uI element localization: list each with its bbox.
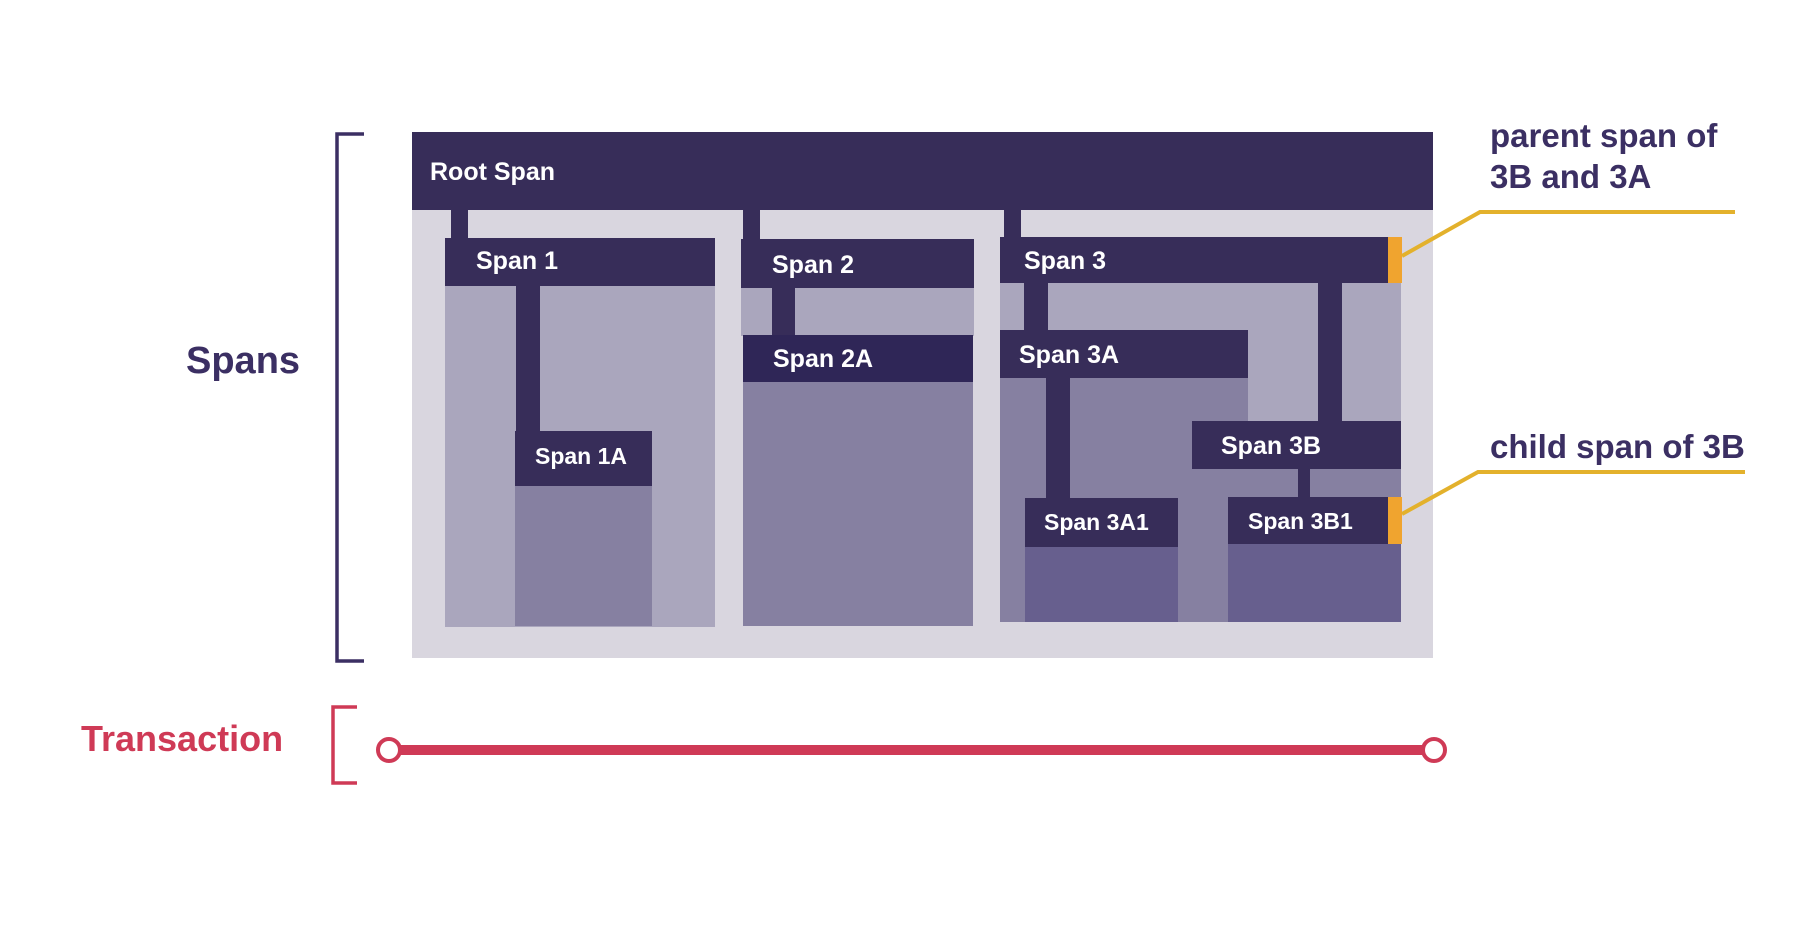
transaction-bracket bbox=[331, 705, 357, 785]
span-1-label: Span 1 bbox=[476, 247, 558, 275]
span-2a-label: Span 2A bbox=[773, 345, 873, 373]
connector-span-2-span-2a bbox=[772, 286, 795, 338]
span-1a-label: Span 1A bbox=[535, 443, 627, 469]
span-3a1-bar bbox=[1025, 498, 1178, 547]
transaction-start-dot bbox=[376, 737, 402, 763]
span-3b-bar bbox=[1192, 421, 1401, 469]
span-1-bar bbox=[445, 238, 715, 286]
span-3b1-label: Span 3B1 bbox=[1248, 508, 1353, 534]
parent-annotation-line-2: 3B and 3A bbox=[1490, 158, 1651, 195]
spans-label: Spans bbox=[186, 340, 300, 382]
span-2-label: Span 2 bbox=[772, 251, 854, 279]
connector-root-span-2 bbox=[743, 208, 760, 240]
span-3-marker bbox=[1388, 237, 1402, 283]
span-3a-label: Span 3A bbox=[1019, 341, 1119, 369]
child-annotation: child span of 3B bbox=[1490, 428, 1745, 465]
parent-annotation-line bbox=[1401, 210, 1735, 258]
span-2-bar bbox=[741, 239, 974, 288]
connector-span-3-span-3b bbox=[1318, 281, 1342, 424]
spans-bracket bbox=[335, 132, 364, 663]
span-3b1-body bbox=[1228, 544, 1401, 622]
span-2a-bar bbox=[743, 335, 973, 382]
span-2a-body bbox=[743, 382, 973, 626]
connector-span-1-span-1a bbox=[516, 284, 540, 434]
transaction-label: Transaction bbox=[81, 718, 283, 759]
connector-root-span-3 bbox=[1004, 208, 1021, 240]
span-3a1-label: Span 3A1 bbox=[1044, 509, 1149, 535]
connector-span-3a-span-3a1 bbox=[1046, 376, 1070, 501]
connector-span-3-span-3a bbox=[1024, 281, 1048, 332]
span-1a-bar bbox=[515, 431, 652, 486]
span-3b1-marker bbox=[1388, 497, 1402, 544]
child-annotation-line bbox=[1401, 470, 1745, 516]
parent-annotation-line-1: parent span of bbox=[1490, 117, 1718, 154]
span-3-label: Span 3 bbox=[1024, 247, 1106, 275]
span-3a-bar bbox=[1000, 330, 1248, 378]
connector-span-3b-span-3b1 bbox=[1298, 467, 1310, 500]
span-3-bar bbox=[1000, 237, 1401, 283]
span-3b-label: Span 3B bbox=[1221, 432, 1321, 460]
span-1a-body bbox=[515, 486, 652, 626]
transaction-end-dot bbox=[1421, 737, 1447, 763]
root-span-bar bbox=[412, 132, 1433, 210]
root-span-label: Root Span bbox=[430, 158, 555, 186]
connector-root-span-1 bbox=[451, 208, 468, 240]
span-3a1-body bbox=[1025, 547, 1178, 622]
span-3b1-bar bbox=[1228, 497, 1401, 544]
